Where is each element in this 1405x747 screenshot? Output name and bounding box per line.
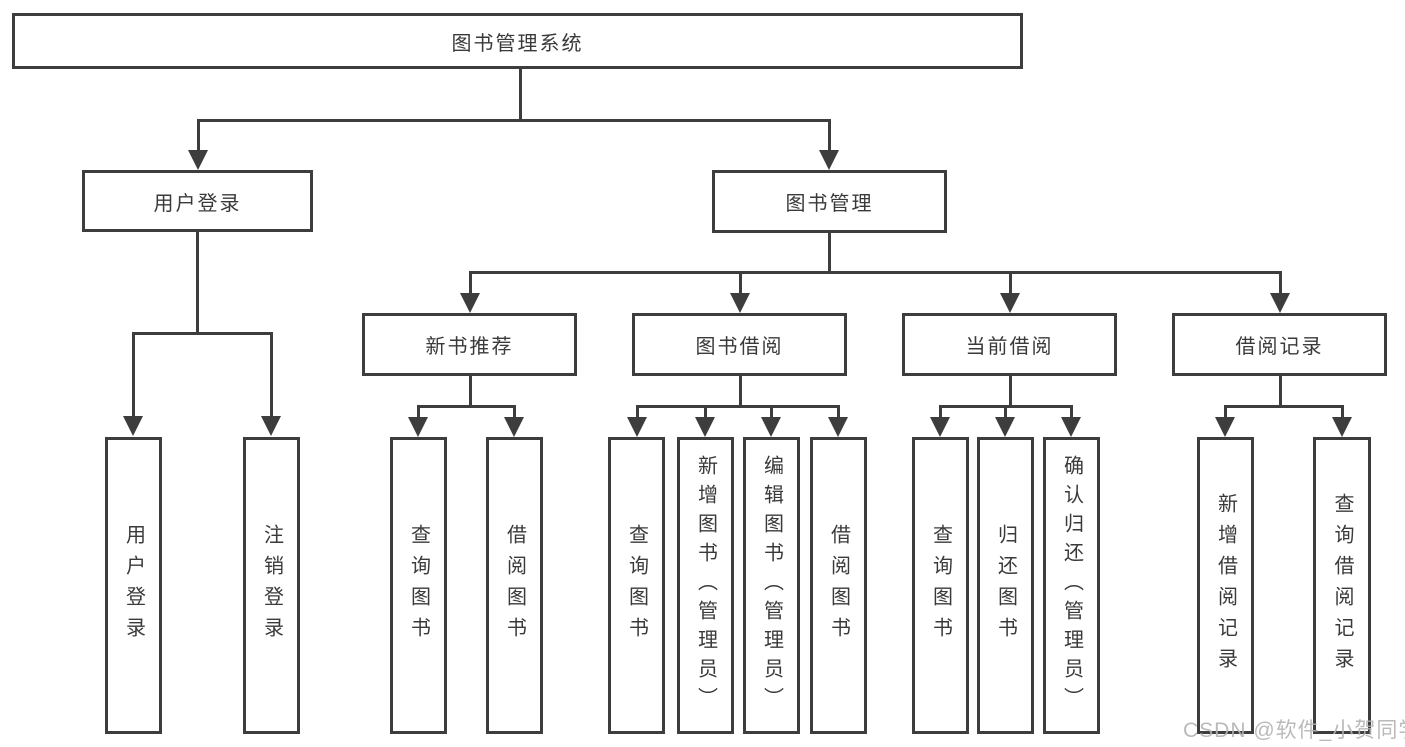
connector-to-leaf-logout (270, 332, 273, 418)
connector-book-mgmt-stem (828, 233, 831, 273)
arrow-bb-child2 (695, 417, 715, 437)
connector-to-leaf-user-login (132, 332, 135, 418)
connector-book-mgmt-bar (469, 271, 1282, 274)
node-current-borrowing: 当前借阅 (902, 313, 1117, 376)
arrow-cb-child2 (995, 417, 1015, 437)
connector-to-borrow-records (1279, 271, 1282, 296)
connector-to-user-login (197, 119, 200, 152)
leaf-borrow-books: 借阅图书 (810, 437, 867, 734)
connector-cb-child3 (1070, 405, 1073, 419)
arrow-to-leaf-logout (261, 416, 281, 436)
leaf-return-books: 归还图书 (977, 437, 1034, 734)
arrow-to-user-login (188, 150, 208, 170)
connector-bb-child3 (770, 405, 773, 419)
connector-bb-child4 (837, 405, 840, 419)
connector-to-new-book (469, 271, 472, 296)
connector-cb-child1 (939, 405, 942, 419)
connector-book-borrow-stem (739, 376, 742, 408)
arrow-to-new-book (460, 293, 480, 313)
node-user-login: 用户登录 (82, 170, 313, 232)
node-borrowing-records: 借阅记录 (1172, 313, 1387, 376)
connector-user-login-bar (132, 332, 273, 335)
connector-borrow-records-stem (1279, 376, 1282, 408)
connector-borrow-records-bar (1224, 405, 1343, 408)
connector-root-stem (519, 69, 522, 121)
arrow-br-child1 (1215, 417, 1235, 437)
arrow-nb-child1 (408, 417, 428, 437)
connector-user-login-stem (196, 232, 199, 335)
arrow-br-child2 (1332, 417, 1352, 437)
connector-current-borrow-stem (1009, 376, 1012, 408)
arrow-cb-child3 (1061, 417, 1081, 437)
arrow-bb-child1 (627, 417, 647, 437)
connector-to-book-borrow (739, 271, 742, 296)
connector-new-book-stem (469, 376, 472, 408)
leaf-add-books-admin: 新增图书（管理员） (677, 437, 734, 734)
connector-to-book-management (828, 119, 831, 152)
leaf-add-borrow-record: 新增借阅记录 (1197, 437, 1254, 734)
arrow-to-borrow-records (1270, 293, 1290, 313)
leaf-confirm-return-admin: 确认归还（管理员） (1043, 437, 1100, 734)
leaf-query-books-recommend: 查询图书 (390, 437, 447, 734)
node-book-borrowing: 图书借阅 (632, 313, 847, 376)
connector-nb-child2 (513, 405, 516, 419)
node-library-management-system: 图书管理系统 (12, 13, 1023, 69)
arrow-to-leaf-user-login (123, 416, 143, 436)
connector-root-bar (197, 119, 831, 122)
connector-book-borrow-bar (636, 405, 840, 408)
leaf-edit-books-admin: 编辑图书（管理员） (743, 437, 800, 734)
connector-nb-child1 (417, 405, 420, 419)
node-book-management: 图书管理 (712, 170, 947, 233)
connector-br-child2 (1341, 405, 1344, 419)
node-new-book-recommendation: 新书推荐 (362, 313, 577, 376)
leaf-borrow-books-recommend: 借阅图书 (486, 437, 543, 734)
connector-cb-child2 (1004, 405, 1007, 419)
arrow-to-book-management (819, 150, 839, 170)
arrow-to-current-borrow (1000, 293, 1020, 313)
connector-to-current-borrow (1009, 271, 1012, 296)
connector-new-book-bar (417, 405, 516, 408)
arrow-bb-child3 (761, 417, 781, 437)
leaf-query-books-borrow: 查询图书 (608, 437, 665, 734)
leaf-logout-login: 注销登录 (243, 437, 300, 734)
connector-br-child1 (1224, 405, 1227, 419)
leaf-query-books-current: 查询图书 (912, 437, 969, 734)
leaf-user-login: 用户登录 (105, 437, 162, 734)
leaf-query-borrow-record: 查询借阅记录 (1313, 437, 1371, 734)
arrow-nb-child2 (504, 417, 524, 437)
arrow-cb-child1 (930, 417, 950, 437)
connector-bb-child1 (636, 405, 639, 419)
csdn-watermark: CSDN @软件_小贺同学 (1183, 719, 1405, 742)
arrow-to-book-borrow (730, 293, 750, 313)
arrow-bb-child4 (828, 417, 848, 437)
connector-bb-child2 (704, 405, 707, 419)
